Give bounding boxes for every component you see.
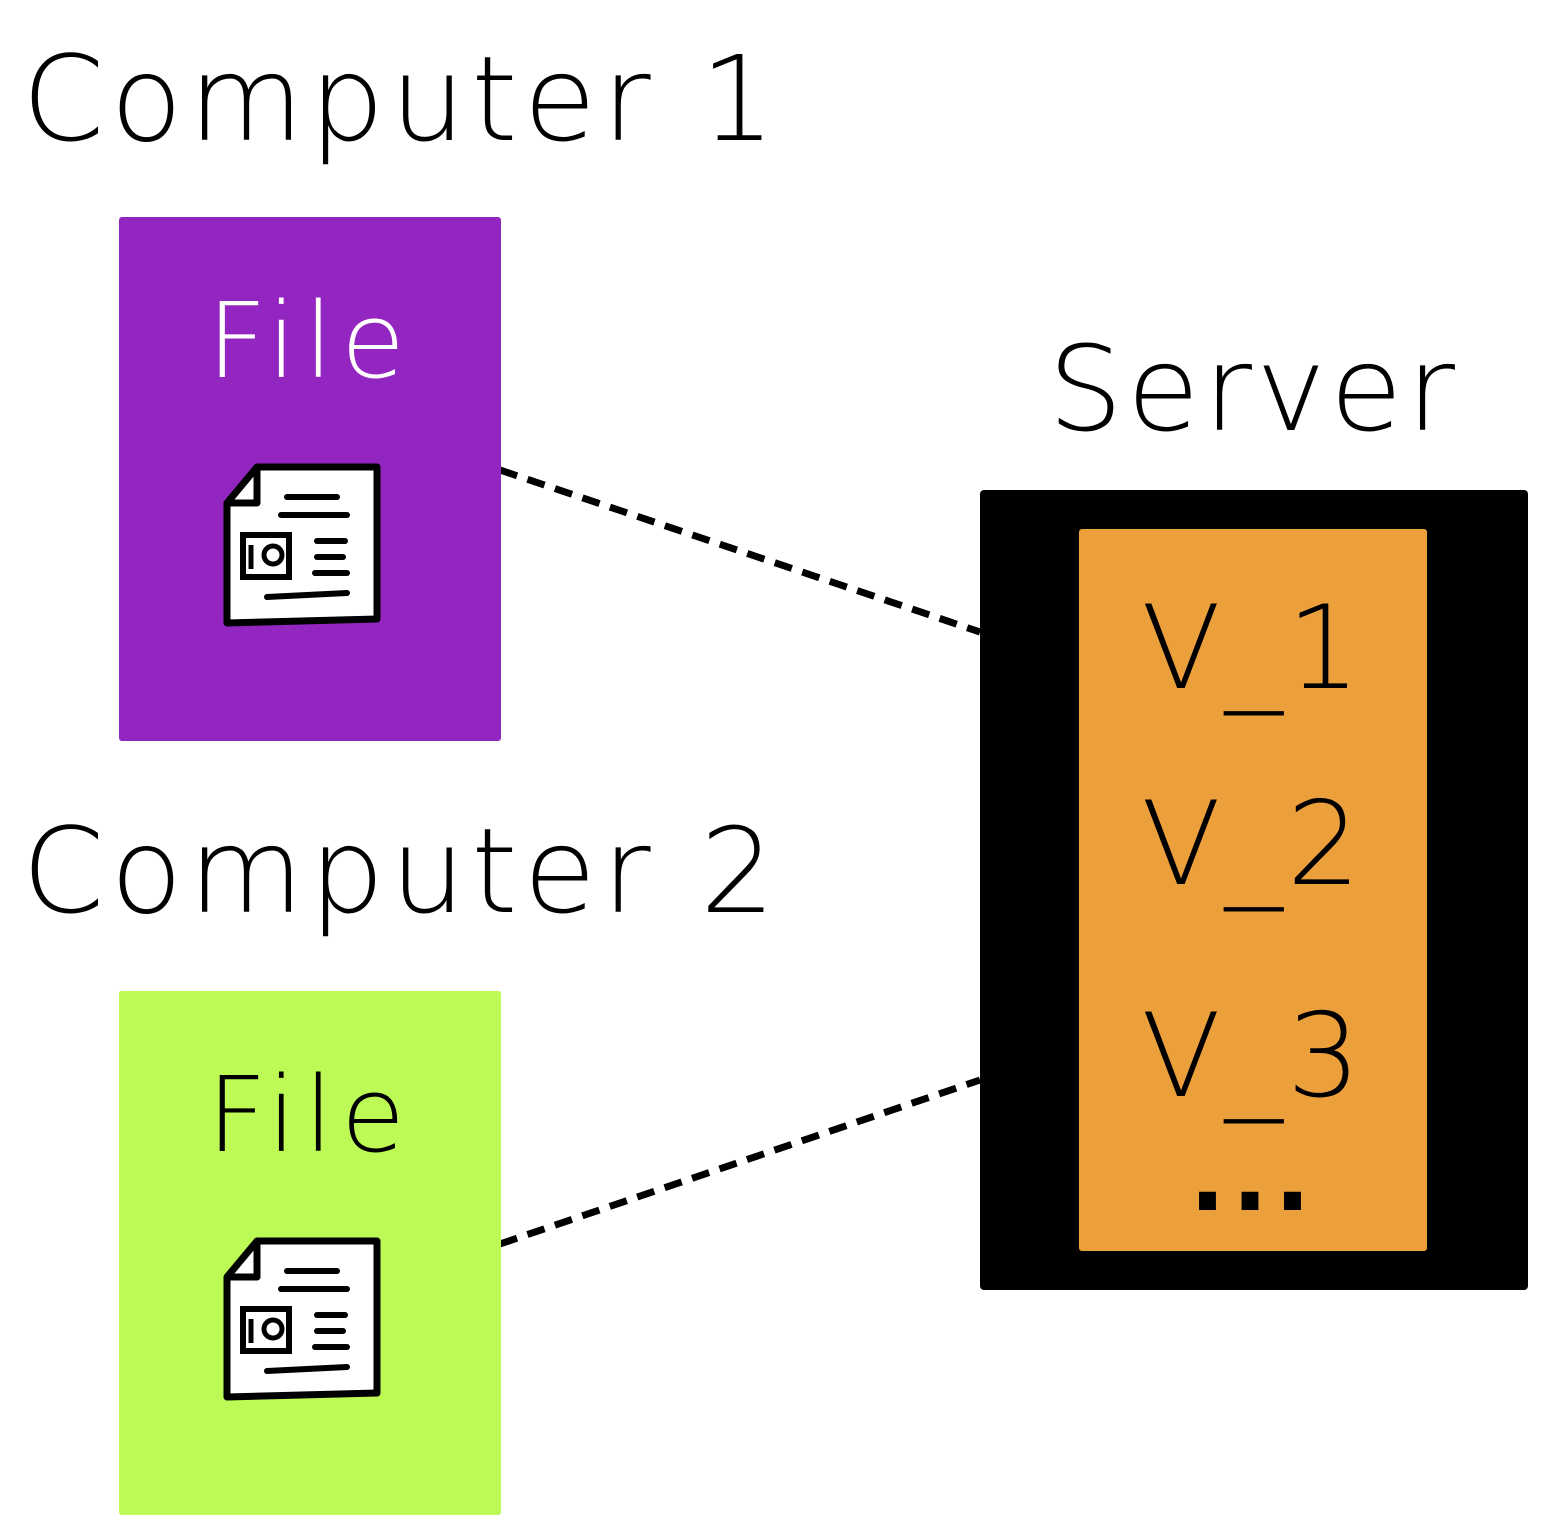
computer2-box: File	[119, 991, 501, 1515]
document-icon	[223, 1237, 381, 1401]
server-box: V_1 V_2 V_3 ...	[980, 490, 1528, 1290]
document-icon	[223, 463, 381, 627]
version-1: V_1	[1141, 581, 1365, 716]
version-2: V_2	[1141, 777, 1365, 912]
computer1-title: Computer 1	[22, 30, 782, 168]
server-title: Server	[1048, 320, 1459, 458]
computer1-file-label: File	[206, 280, 414, 402]
connector-computer1-server	[498, 466, 982, 636]
computer2-title: Computer 2	[22, 802, 782, 940]
connector-computer2-server	[498, 1076, 982, 1248]
version-3: V_3	[1141, 989, 1365, 1124]
computer2-file-label: File	[206, 1054, 414, 1176]
more-versions-ellipsis: ...	[1189, 1121, 1317, 1233]
versions-panel: V_1 V_2 V_3 ...	[1079, 529, 1427, 1251]
computer1-box: File	[119, 217, 501, 741]
